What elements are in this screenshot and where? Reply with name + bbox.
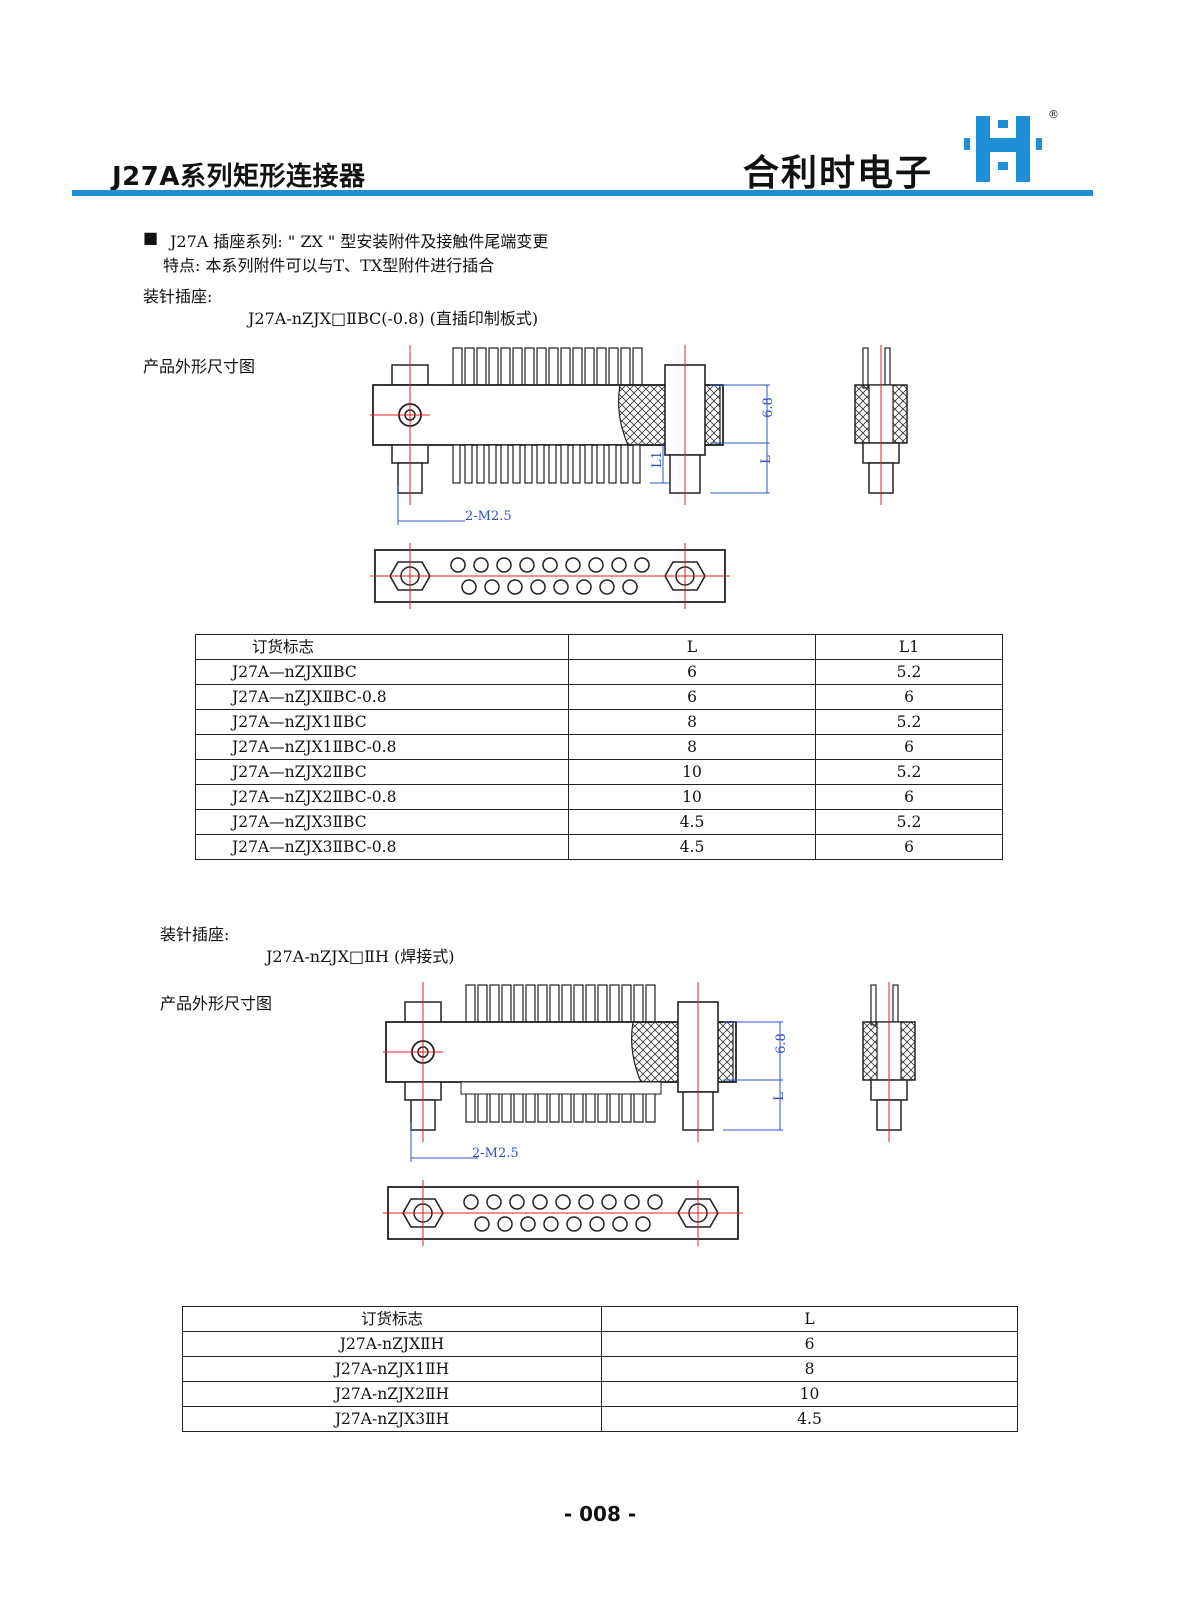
header-rule [72, 190, 1093, 196]
company-name: 合利时电子 [743, 153, 934, 194]
table-cell: 4.5 [568, 834, 816, 860]
table-cell: J27A—nZJX2ⅡBC [195, 759, 569, 785]
table-cell: 8 [568, 734, 816, 760]
table-cell: 5.2 [815, 659, 1003, 685]
section2-drawing-title: 产品外形尺寸图 [160, 994, 273, 1013]
table-cell: 6 [568, 684, 816, 710]
column-header: 订货标志 [182, 1306, 602, 1332]
table-cell: J27A—nZJX3ⅡBC-0.8 [195, 834, 569, 860]
section2-label: 装针插座: [160, 925, 230, 944]
table-cell: 10 [568, 759, 816, 785]
table-cell: 5.2 [815, 709, 1003, 735]
column-header: L1 [815, 634, 1003, 660]
section1-drawing-title: 产品外形尺寸图 [143, 357, 256, 376]
section1-label: 装针插座: [143, 287, 213, 306]
table-cell: 10 [568, 784, 816, 810]
table-header-row: 订货标志 L L1 [195, 634, 1003, 660]
table-cell: J27A—nZJXⅡBC [195, 659, 569, 685]
bullet-icon: ■ [143, 228, 159, 247]
table-cell: 10 [601, 1381, 1018, 1407]
table-cell: 6 [815, 784, 1003, 810]
table-cell: 4.5 [601, 1406, 1018, 1432]
section1-front-view-drawing [370, 345, 908, 609]
column-header: 订货标志 [195, 634, 569, 660]
table-cell: 5.2 [815, 809, 1003, 835]
table-cell: 4.5 [568, 809, 816, 835]
table-cell: 8 [601, 1356, 1018, 1382]
registered-mark: ® [1048, 108, 1059, 121]
table-cell: 8 [568, 709, 816, 735]
table-cell: J27A—nZJX3ⅡBC [195, 809, 569, 835]
dim-screw-label: 2-M2.5 [465, 509, 512, 524]
series-title: J27A系列矩形连接器 [112, 162, 366, 192]
section1-model: J27A-nZJX□ⅡBC(-0.8) (直插印制板式) [248, 309, 539, 328]
section2-model: J27A-nZJX□ⅡH (焊接式) [266, 947, 455, 966]
column-header: L [568, 634, 816, 660]
table-cell: 5.2 [815, 759, 1003, 785]
table-cell: 6 [815, 734, 1003, 760]
table-cell: J27A—nZJXⅡBC-0.8 [195, 684, 569, 710]
dim-l1-label: L1 [649, 451, 665, 468]
dim-height-label: 6.8 [773, 1033, 789, 1054]
table-cell: J27A—nZJX2ⅡBC-0.8 [195, 784, 569, 810]
table-cell: J27A-nZJX1ⅡH [182, 1356, 602, 1382]
table-cell: 6 [815, 834, 1003, 860]
company-logo [964, 116, 1042, 182]
table-cell: 6 [815, 684, 1003, 710]
table-cell: J27A-nZJXⅡH [182, 1331, 602, 1357]
dim-height-label: 6.8 [760, 397, 776, 418]
table-cell: J27A-nZJX3ⅡH [182, 1406, 602, 1432]
table-cell: 6 [568, 659, 816, 685]
table-cell: J27A—nZJX1ⅡBC-0.8 [195, 734, 569, 760]
table-cell: 6 [601, 1331, 1018, 1357]
table-cell: J27A-nZJX2ⅡH [182, 1381, 602, 1407]
intro-line-2: 特点: 本系列附件可以与T、TX型附件进行插合 [163, 256, 495, 275]
intro-line-1: J27A 插座系列: " ZX " 型安装附件及接触件尾端变更 [170, 232, 549, 251]
table-header-row: 订货标志 L [182, 1306, 1018, 1332]
section2-front-view-drawing [383, 982, 916, 1246]
table-cell: J27A—nZJX1ⅡBC [195, 709, 569, 735]
dim-l-label: L [771, 1092, 787, 1101]
column-header: L [601, 1306, 1018, 1332]
page-number: - 008 - [563, 1502, 637, 1526]
dim-l-label: L [758, 455, 774, 464]
dim-screw-label: 2-M2.5 [472, 1146, 519, 1161]
